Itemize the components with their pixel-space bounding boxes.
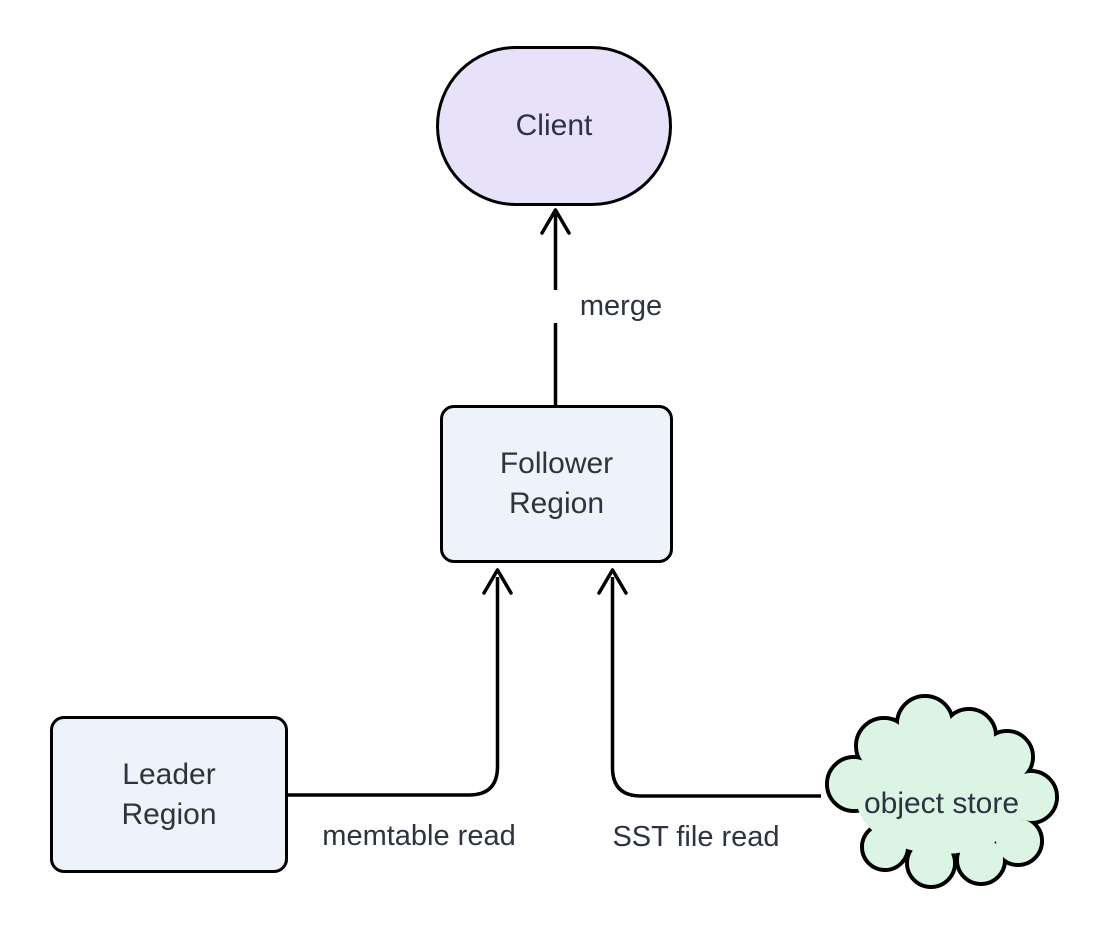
node-client: Client bbox=[436, 46, 672, 206]
node-leader-region: Leader Region bbox=[50, 716, 288, 873]
node-leader-region-label-line1: Leader bbox=[122, 757, 216, 791]
edge-memtable-read-arrow bbox=[288, 568, 513, 797]
node-object-store-label: object store bbox=[863, 787, 1020, 820]
node-leader-region-label-line2: Region bbox=[121, 797, 217, 831]
edge-sst-file-read-arrow bbox=[597, 568, 821, 798]
node-follower-region-label-line2: Region bbox=[508, 487, 605, 520]
edge-label-sst-file-read: SST file read bbox=[572, 821, 820, 854]
edge-label-merge: merge bbox=[547, 290, 695, 323]
node-client-label: Client bbox=[515, 109, 593, 142]
edge-label-memtable-read: memtable read bbox=[295, 820, 543, 853]
node-follower-region: Follower Region bbox=[440, 405, 673, 563]
cloud-icon bbox=[825, 694, 1059, 889]
node-follower-region-label-line1: Follower bbox=[499, 447, 614, 480]
node-object-store: object store bbox=[820, 694, 1063, 898]
